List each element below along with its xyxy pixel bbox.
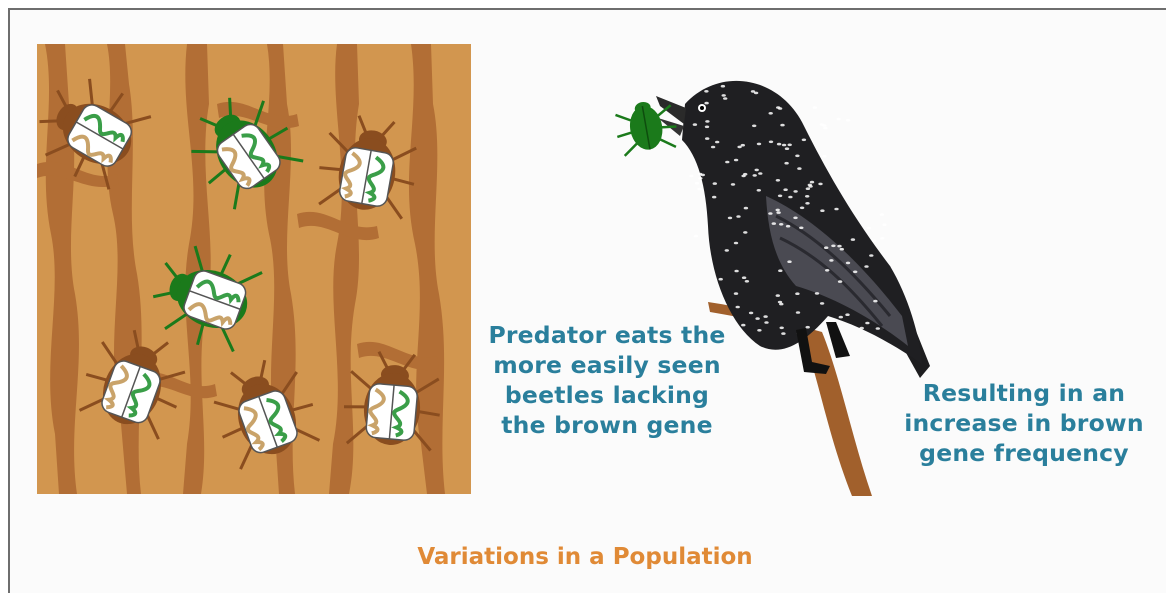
- prey-green-beetle: [612, 97, 680, 157]
- brown-beetle-3: [313, 111, 424, 220]
- bark-illustration: [37, 44, 471, 494]
- slide-title: Variations in a Population: [0, 544, 1170, 570]
- brown-beetle-6: [203, 350, 325, 471]
- result-caption: Resulting in an increase in brown gene f…: [888, 378, 1160, 468]
- tree-bark-panel: [37, 44, 471, 494]
- predator-caption: Predator eats the more easily seen beetl…: [476, 320, 738, 440]
